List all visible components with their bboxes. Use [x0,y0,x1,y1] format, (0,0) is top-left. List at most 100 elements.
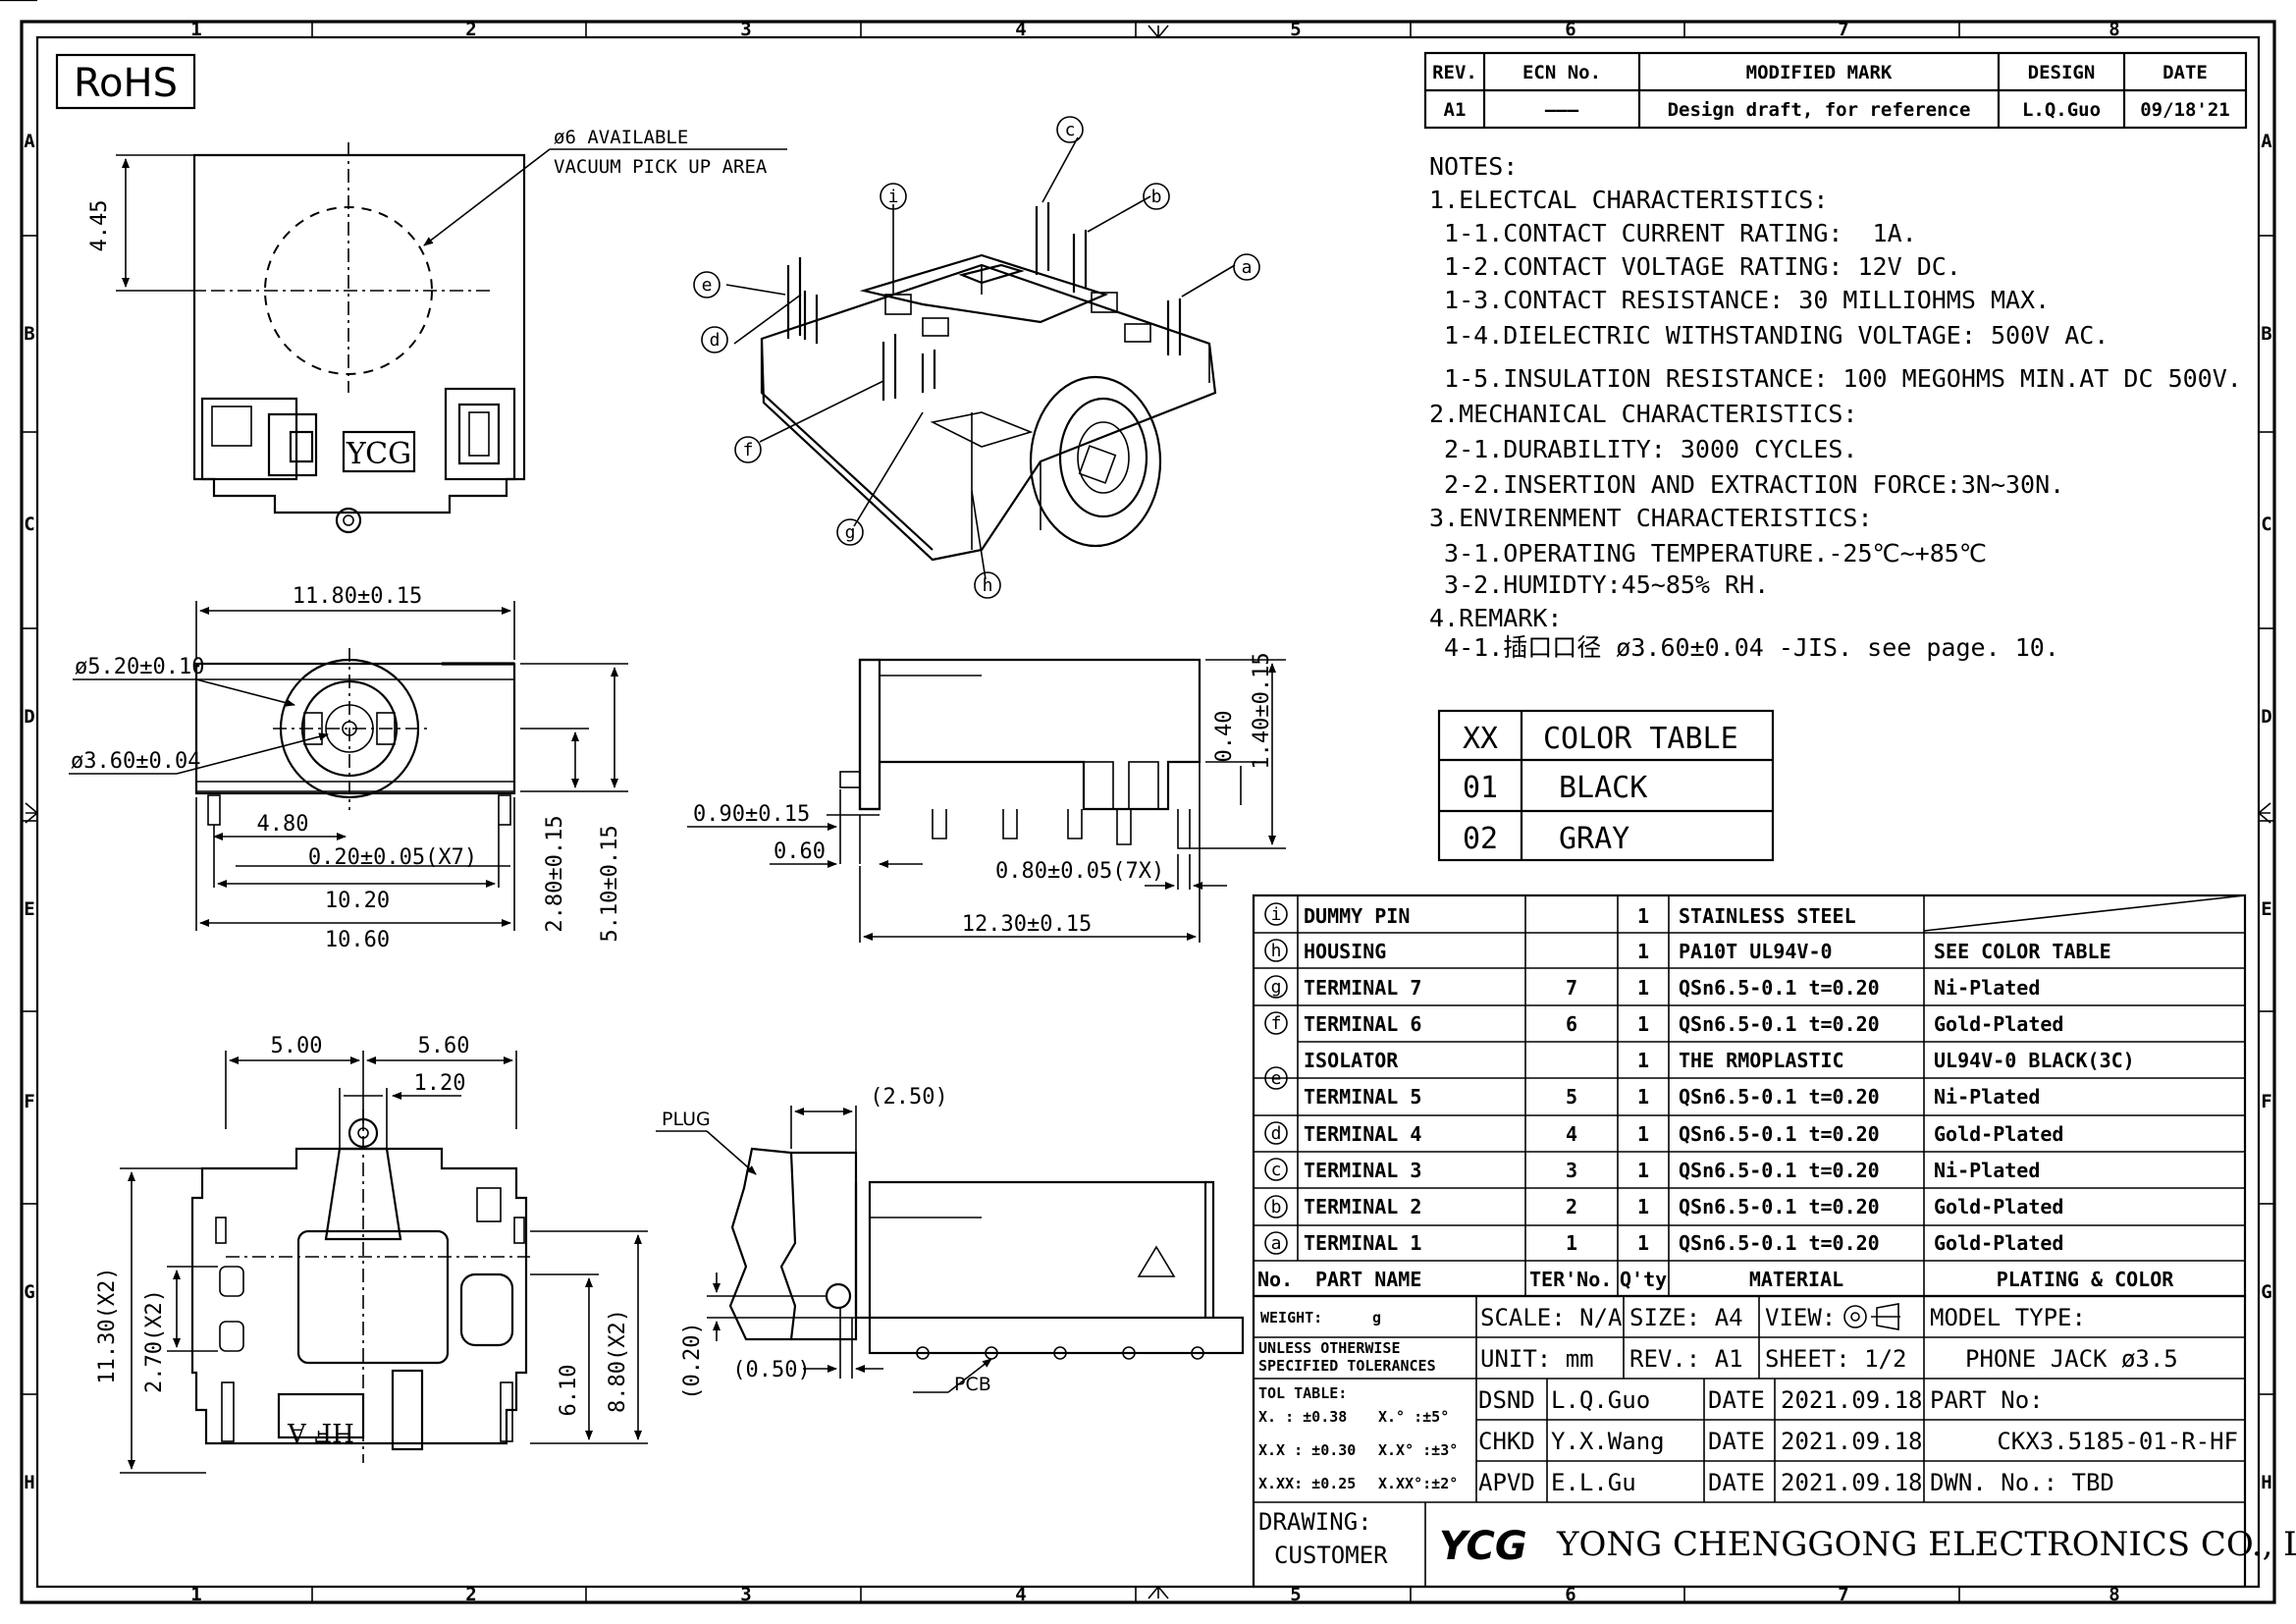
dsnd-label: DSND [1478,1386,1535,1414]
rev-header: REV. [1432,62,1477,83]
pickup-label: ø6 AVAILABLE [554,127,688,148]
bom-ter: 3 [1566,1159,1577,1182]
rev-header: ECN No. [1522,62,1601,83]
bom-ter: 6 [1566,1012,1577,1036]
bom-qty: 1 [1637,1231,1649,1255]
bom-plating: Gold-Plated [1934,1231,2063,1255]
date-label: DATE [1708,1469,1765,1496]
bom-material: QSn6.5-0.1 t=0.20 [1679,1231,1880,1255]
dim-label: 5.60 [418,1034,470,1058]
bom-part-name: TERMINAL 4 [1304,1122,1421,1146]
plug-pcb-view: (2.50) PLUG (0.20) (0.50) PCB [656,1085,1245,1400]
row-label: F [2261,1091,2271,1112]
bom-item-no: g [1271,977,1282,998]
dim-label: 5.00 [271,1034,323,1058]
product-name: PHONE JACK ø3.5 [1965,1345,2178,1373]
rev-header: DESIGN [2028,62,2096,83]
date-value: 2021.09.18 [1781,1386,1923,1414]
col-label: 3 [740,19,751,40]
bom-item-no: e [1271,1068,1282,1089]
dim-label: 10.60 [325,928,390,952]
col-label: 8 [2109,1584,2119,1605]
note-line: 1.ELECTCAL CHARACTERISTICS: [1429,186,1828,214]
note-line: 2-2.INSERTION AND EXTRACTION FORCE:3N~30… [1429,470,2064,499]
col-label: 2 [465,1584,476,1605]
bom-qty: 1 [1637,1012,1649,1036]
dim-label: (0.20) [680,1322,705,1399]
col-label: 2 [465,19,476,40]
apvd-label: APVD [1478,1469,1535,1496]
color-header: XX [1463,722,1498,756]
model-type-label: MODEL TYPE: [1930,1304,2086,1331]
bom-header: PART NAME [1315,1268,1421,1291]
col-label: 6 [1565,1584,1575,1605]
balloon-d: d [710,330,721,351]
note-line: 3-2.HUMIDTY:45~85% RH. [1429,570,1769,599]
rev-cell: A1 [1444,99,1467,121]
tol-row: X.X : ±0.30 [1258,1441,1356,1459]
dim-label: 5.10±0.15 [598,825,622,942]
note-line: 1-3.CONTACT RESISTANCE: 30 MILLIOHMS MAX… [1429,286,2050,314]
col-label: 5 [1290,1584,1301,1605]
sheet: SHEET: 1/2 [1765,1345,1907,1373]
balloon-a: a [1242,257,1253,278]
chkd-label: CHKD [1478,1428,1535,1455]
bom-item-no: a [1271,1233,1282,1254]
bom-part-name: TERMINAL 2 [1304,1195,1421,1218]
view-label: VIEW: [1765,1304,1836,1331]
note-line: 1-5.INSULATION RESISTANCE: 100 MEGOHMS M… [1429,364,2242,393]
tol-table-label: TOL TABLE: [1258,1384,1347,1402]
center-mark-icon [1148,1585,1169,1599]
bom-material: QSn6.5-0.1 t=0.20 [1679,976,1880,1000]
row-label: H [2261,1472,2271,1493]
bom-table: DUMMY PIN STAINLESS STEEL 1 HOUSING 1 PA… [1252,893,2247,1298]
dim-label: 11.30(X2) [95,1267,120,1383]
drawing-label: DRAWING: [1258,1508,1372,1536]
balloon-b: b [1151,187,1162,207]
dim-label: 0.90±0.15 [693,802,810,827]
dim-label: 10.20 [325,889,390,913]
note-line: 2-1.DURABILITY: 3000 CYCLES. [1429,435,1858,463]
tol-note: UNLESS OTHERWISE [1258,1339,1401,1357]
size: SIZE: A4 [1629,1304,1743,1331]
row-label: F [24,1091,34,1112]
dim-label: 2.80±0.15 [543,815,567,932]
bom-qty: 1 [1637,1049,1649,1072]
bom-item-no: i [1271,904,1282,925]
row-label: B [24,323,34,345]
dim-label: 4.45 [87,200,112,252]
color-name: BLACK [1559,771,1647,805]
center-mark-icon [25,802,39,824]
dim-label: ø3.60±0.04 [71,749,200,774]
color-code: 02 [1463,822,1498,856]
dim-label: 1.20 [414,1071,466,1096]
footprint-view: HF A 5.00 5.60 1.20 11.30(X2) 2.70(X2) 6… [95,1034,648,1474]
col-label: 7 [1838,19,1848,40]
note-line: 1-4.DIELECTRIC WITHSTANDING VOLTAGE: 500… [1429,321,2109,350]
bom-material: QSn6.5-0.1 t=0.20 [1679,1122,1880,1146]
bom-ter: 7 [1566,976,1577,1000]
bom-header: No. [1257,1268,1293,1291]
color-code: 01 [1463,771,1498,805]
note-line: 2.MECHANICAL CHARACTERISTICS: [1429,400,1858,428]
bom-plating: SEE COLOR TABLE [1934,940,2111,963]
date-value: 2021.09.18 [1781,1469,1923,1496]
color-name: GRAY [1559,822,1629,856]
scale: SCALE: N/A [1480,1304,1623,1331]
bom-header: MATERIAL [1749,1268,1843,1291]
row-label: D [24,706,34,728]
frame-zones: 1 2 3 4 5 6 7 8 1 2 3 4 5 6 7 8 A B C D … [22,19,2274,1605]
weight-label: WEIGHT: [1260,1309,1322,1326]
center-mark-icon [1148,25,1169,39]
bom-ter: 5 [1566,1085,1577,1109]
row-label: A [24,131,35,152]
bom-ter: 1 [1566,1231,1577,1255]
bom-part-name: DUMMY PIN [1304,904,1410,928]
bom-plating: Gold-Plated [1934,1012,2063,1036]
part-no: CKX3.5185-01-R-HF [1997,1428,2238,1455]
row-label: A [2261,131,2272,152]
row-label: C [2261,514,2271,535]
bom-qty: 1 [1637,976,1649,1000]
date-value: 2021.09.18 [1781,1428,1923,1455]
apvd-name: E.L.Gu [1551,1469,1636,1496]
